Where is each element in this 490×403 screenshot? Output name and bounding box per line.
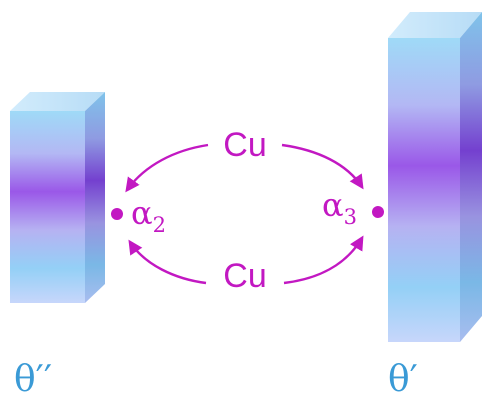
bar-left-front-face [10,111,85,303]
bar-left-top-face [10,92,105,111]
junction-alpha-3-dot [372,206,384,218]
link-lower: Cu [128,235,364,295]
junction-alpha-2: α2 [111,194,166,237]
bar-label-theta-double-prime: θ′′ [14,359,52,400]
bar-theta-prime [388,12,482,342]
link-upper: Cu [125,126,364,193]
junction-alpha-2-subscript: 2 [153,213,166,237]
link-upper-label: Cu [223,126,266,164]
junction-alpha-3-label: α3 [322,186,357,229]
link-upper-arrow-right [281,143,364,190]
bar-right-front-face [388,38,460,342]
bar-left-side-face [85,92,105,303]
bar-label-theta-prime: θ′ [388,359,418,400]
junction-alpha-3-subscript: 3 [344,205,357,229]
junction-alpha-2-label: α2 [131,194,166,237]
junction-alpha-3-symbol: α [322,186,344,224]
link-upper-arrow-left [125,143,209,193]
junction-alpha-2-dot [111,208,123,220]
junction-alpha-3: α3 [322,186,384,229]
junction-alpha-2-symbol: α [131,194,153,232]
link-lower-label: Cu [223,257,266,295]
link-lower-arrow-left [128,239,207,285]
link-lower-arrow-right [283,235,364,285]
bar-right-side-face [460,12,482,342]
bar-theta-double-prime [10,92,105,303]
bar-right-top-face [388,12,482,38]
